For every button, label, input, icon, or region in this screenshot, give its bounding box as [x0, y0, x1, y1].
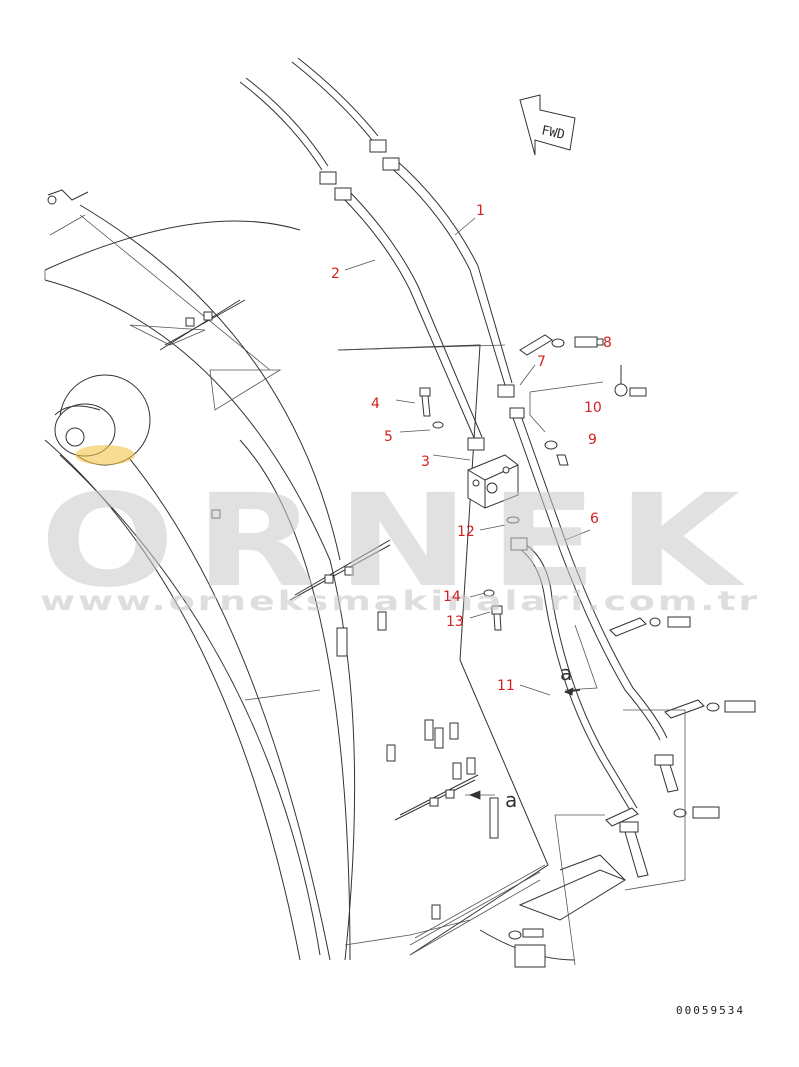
tube-2: [239, 77, 485, 451]
tube-1: [291, 57, 515, 398]
callout-5: 5: [384, 429, 393, 445]
callout-labels: 1 2 3 4 5 6 7 8 9 10 11 12 13 14: [331, 203, 612, 694]
callout-8: 8: [603, 335, 612, 351]
rod-ends: [619, 754, 679, 878]
callout-3: 3: [421, 454, 430, 470]
fwd-label: FWD: [540, 123, 566, 143]
block-3: [467, 454, 519, 509]
callout-12: 12: [457, 524, 475, 540]
cylinder-eye: [54, 374, 151, 466]
callout-13: 13: [446, 614, 464, 630]
leader-lines: [337, 217, 686, 966]
tube-11: [510, 537, 638, 811]
watermark-brand: ORNEK: [40, 467, 760, 616]
tube-6: [509, 407, 668, 741]
fasteners: [419, 334, 756, 827]
callout-10: 10: [584, 400, 602, 416]
fwd-arrow: FWD: [519, 94, 576, 156]
callout-4: 4: [371, 396, 380, 412]
reference-mark-a-upper: a: [560, 661, 572, 685]
drawing-number: 00059534: [676, 1004, 745, 1017]
callout-9: 9: [588, 432, 597, 448]
watermark-url: www.orneksmakinalari.com.tr: [40, 586, 760, 617]
hinge-bracket: [47, 189, 89, 205]
callout-1: 1: [476, 203, 485, 219]
boom-structure: [44, 204, 549, 961]
callout-14: 14: [443, 589, 461, 605]
reference-mark-a-lower: a: [505, 788, 517, 812]
pivot-bracket: [479, 854, 627, 968]
callout-6: 6: [590, 511, 599, 527]
callout-2: 2: [331, 266, 340, 282]
watermark: ORNEK www.orneksmakinalari.com.tr: [40, 467, 760, 617]
callout-7: 7: [537, 354, 546, 370]
clamp-blocks: [159, 299, 499, 920]
callout-11: 11: [497, 678, 515, 694]
